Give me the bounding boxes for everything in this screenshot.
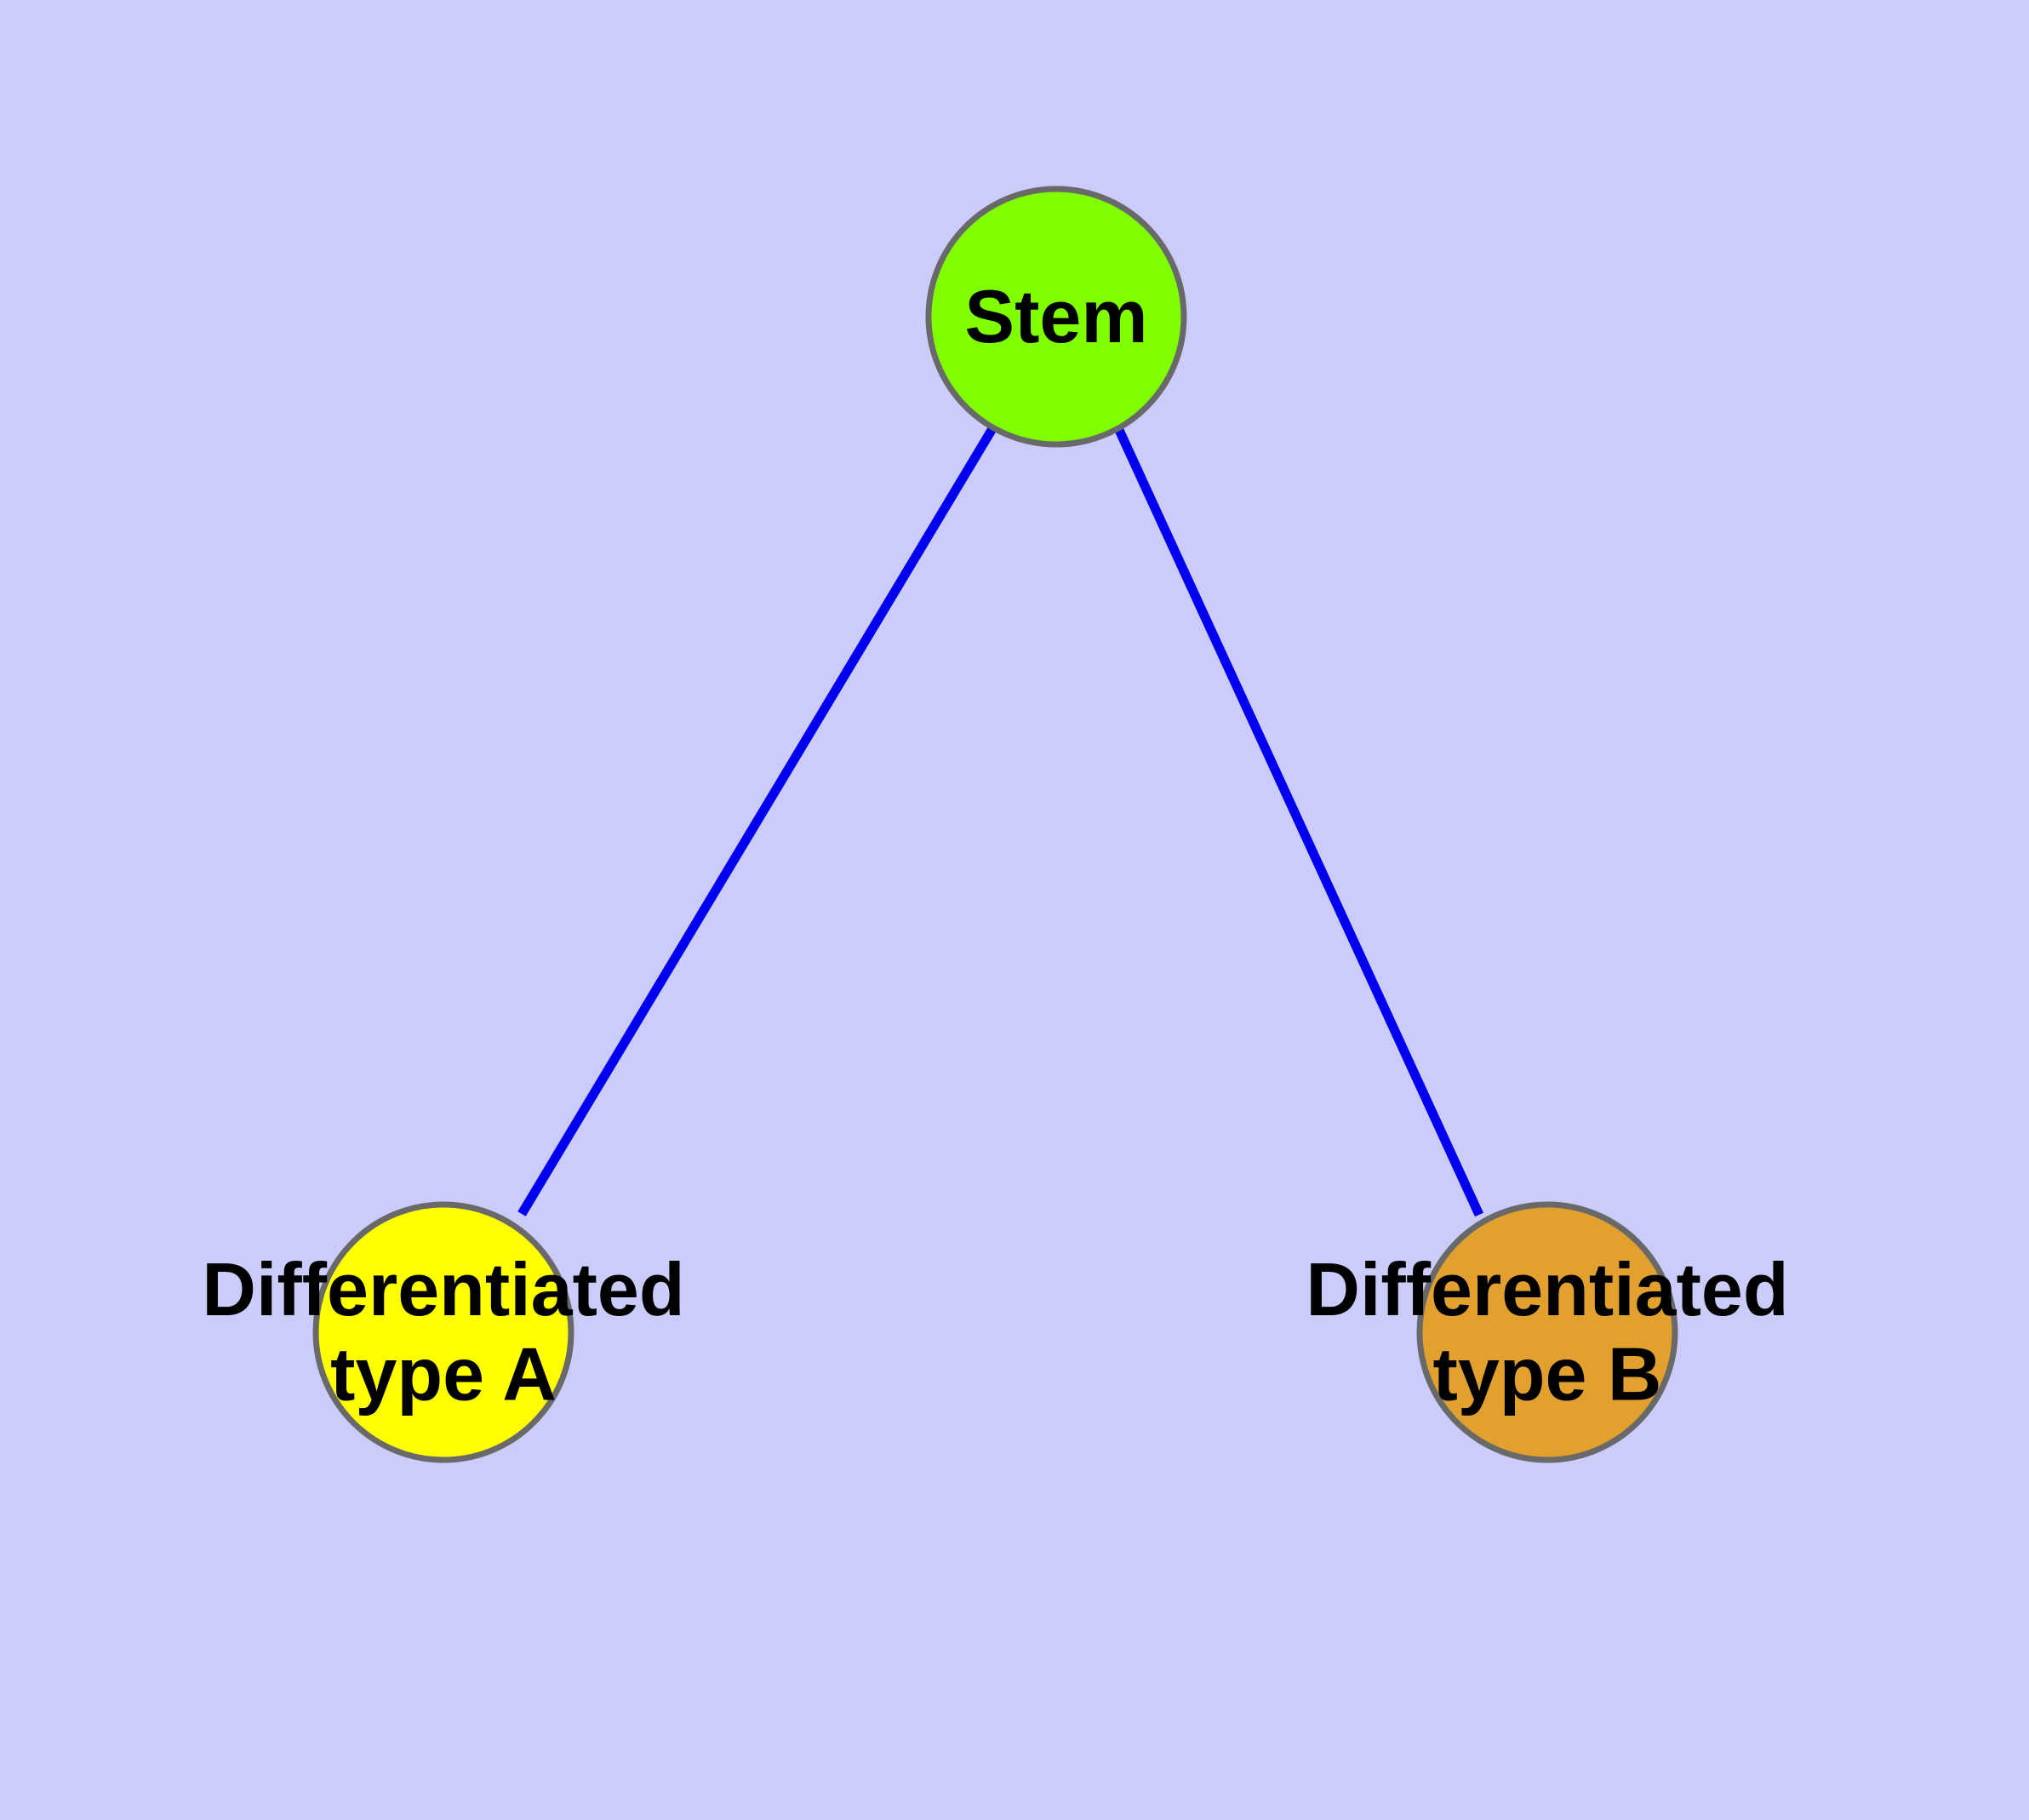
node-label-stem: Stem [964,274,1147,358]
edge-layer [517,425,1483,1217]
edge-stem-to-diff-b[interactable] [1114,426,1483,1217]
node-differentiated-type-b[interactable] [1416,1201,1678,1463]
node-differentiated-type-a[interactable] [312,1201,574,1463]
node-layer [312,186,1678,1463]
edge-stem-to-diff-a[interactable] [517,425,997,1216]
node-stem[interactable] [925,186,1187,448]
